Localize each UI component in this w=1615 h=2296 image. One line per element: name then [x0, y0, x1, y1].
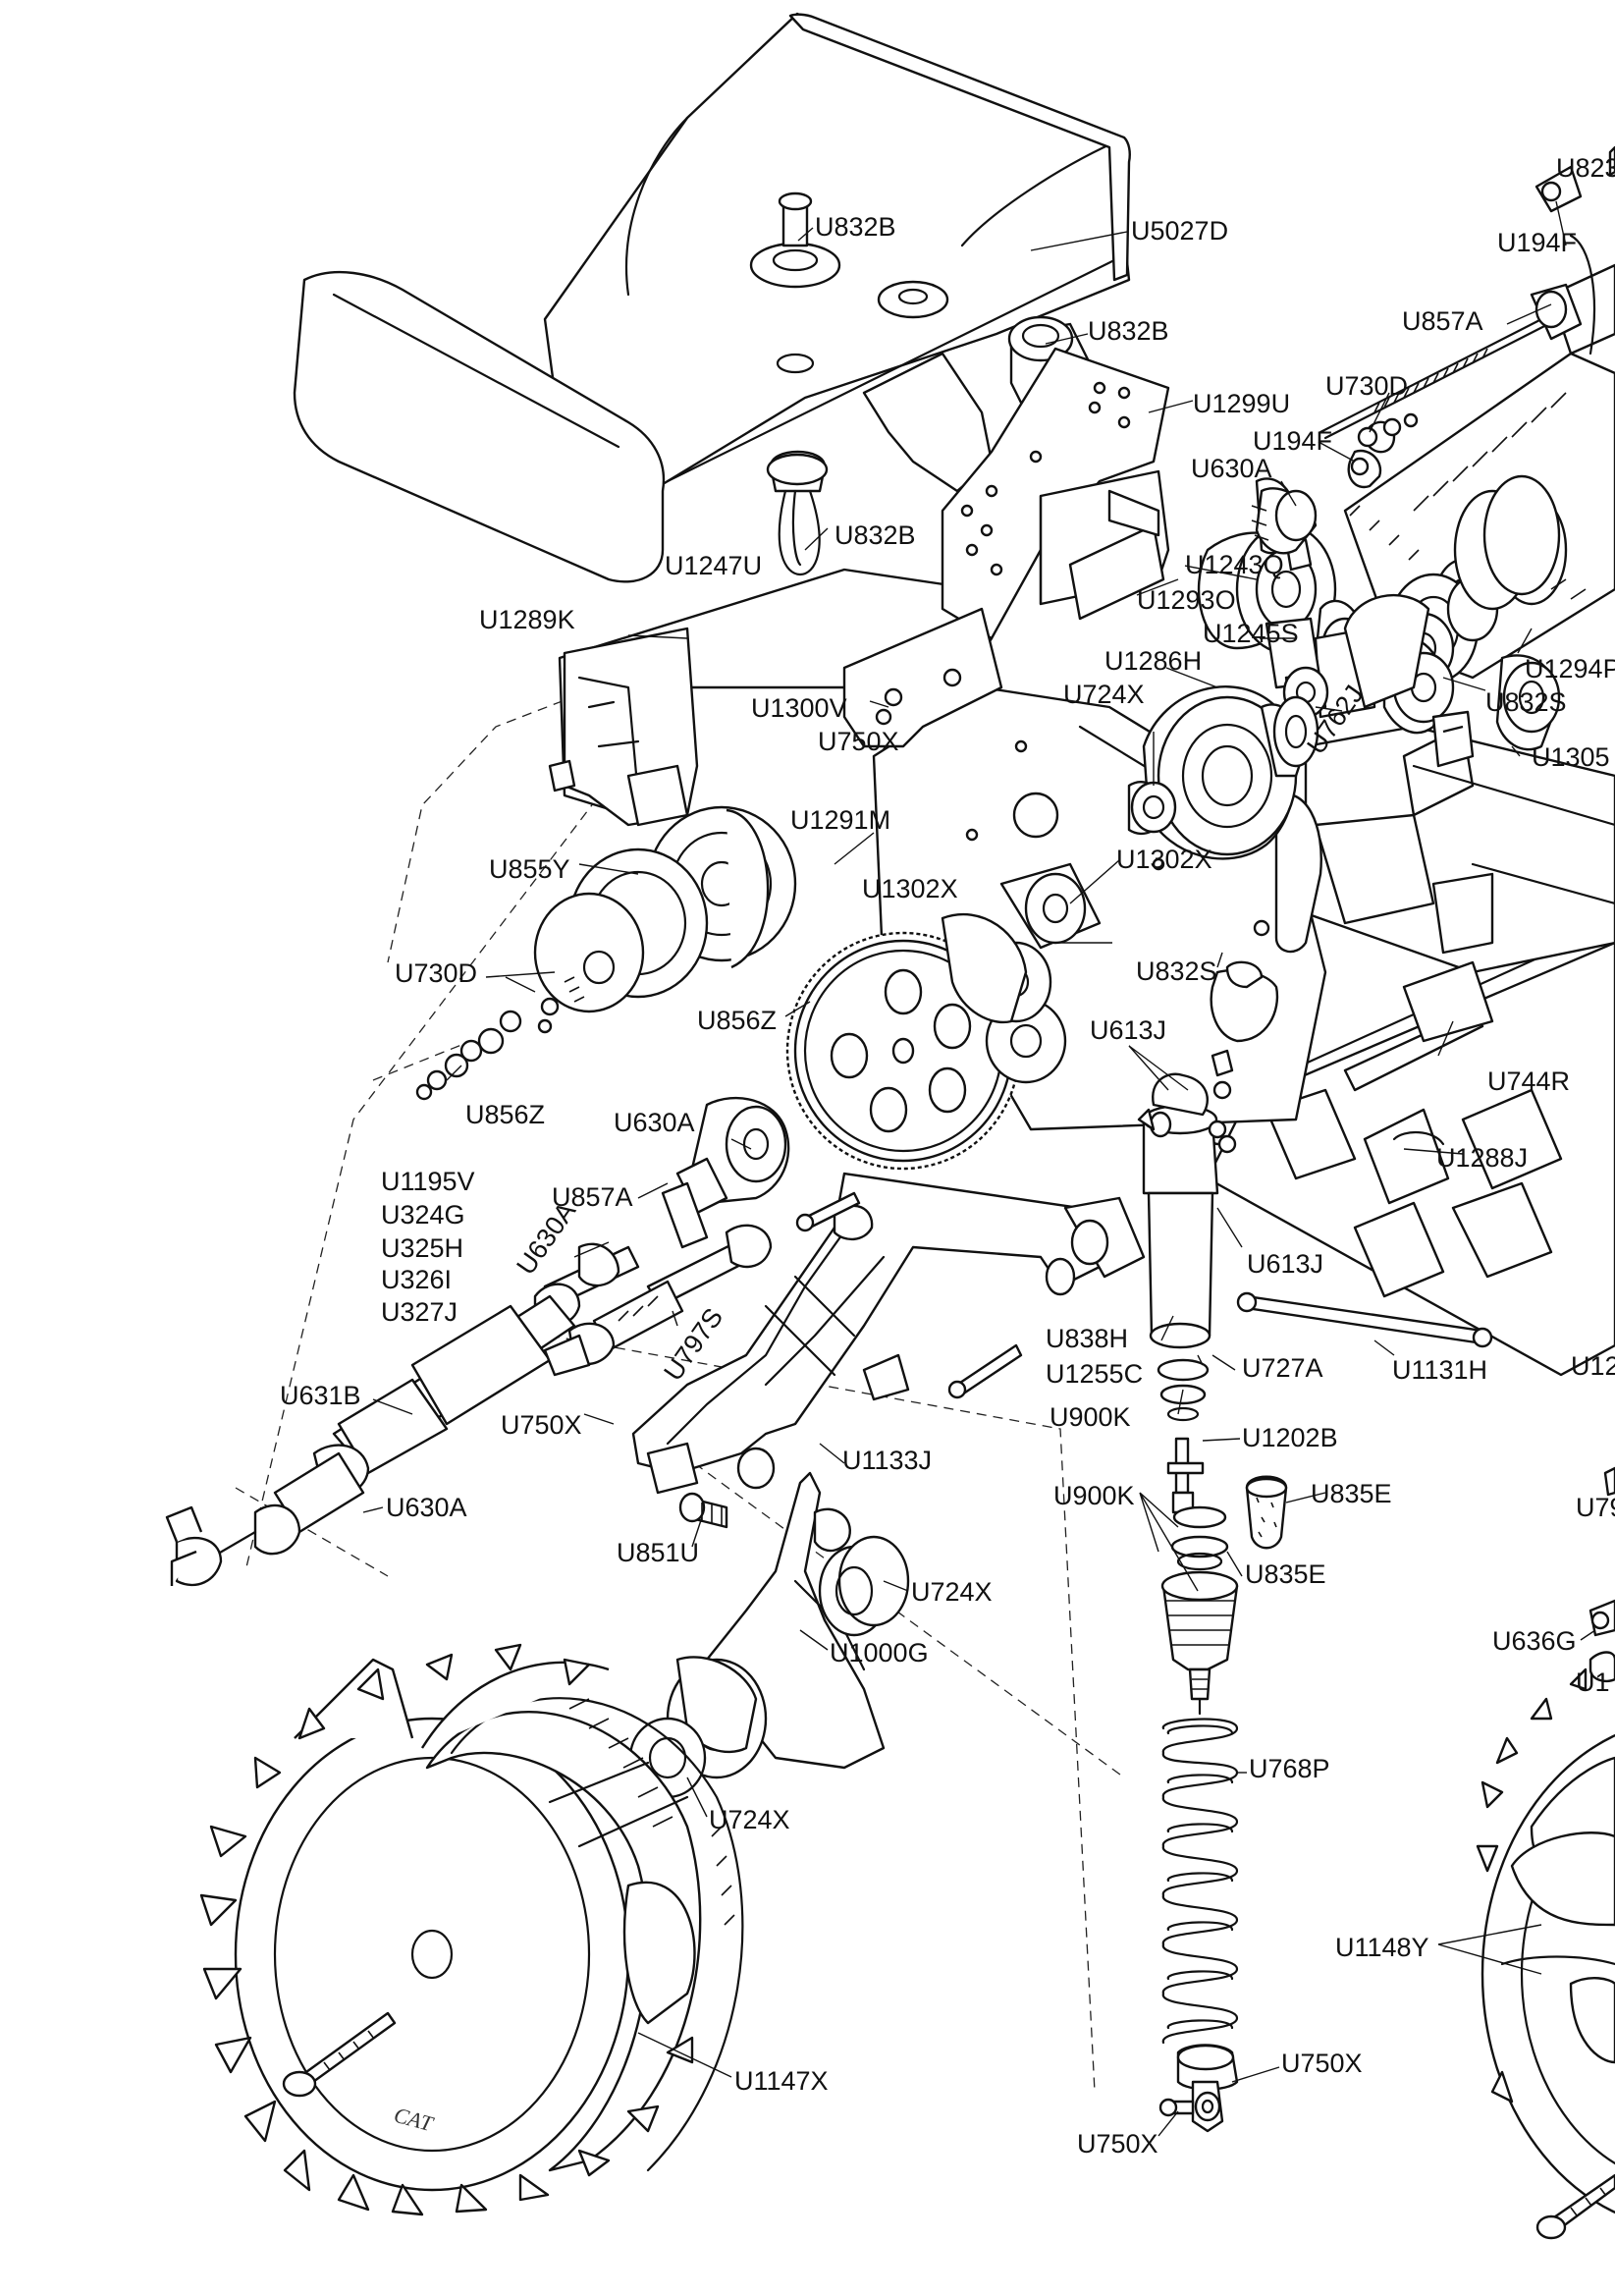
part-label: U1302X [1116, 845, 1212, 874]
part-label: U5027D [1131, 216, 1228, 246]
belt-drive-assembly [1197, 234, 1615, 751]
part-label: U832S [1136, 957, 1217, 986]
part-label: U857A [1402, 306, 1483, 336]
part-label: U832S [1485, 687, 1567, 717]
part-label: U1293O [1137, 585, 1236, 615]
part-label: U1300V [751, 693, 847, 723]
part-label: U730D [395, 958, 477, 988]
part-label: U327J [381, 1297, 458, 1327]
chassis-bracket [548, 627, 699, 827]
hub-carrier [628, 1471, 910, 1799]
part-label: U1286H [1104, 646, 1202, 676]
part-label: U832B [815, 212, 896, 242]
part-label: U1288J [1436, 1143, 1528, 1173]
part-label: U744R [1487, 1066, 1570, 1096]
part-label: U851U [617, 1538, 699, 1567]
part-label: U1147X [734, 2066, 829, 2096]
part-label: U900K [1053, 1481, 1135, 1510]
part-label: U194F [1253, 426, 1332, 456]
part-label: U838H [1046, 1324, 1128, 1353]
part-label: U1 [1576, 1667, 1610, 1697]
part-label: U630A [1191, 454, 1272, 483]
rear-wheel-right [1476, 1667, 1615, 2240]
part-label: U1202B [1242, 1423, 1338, 1452]
part-label: U1245S [1203, 619, 1299, 648]
part-label: U12 [1571, 1351, 1615, 1381]
rear-arm [631, 1172, 1493, 1495]
part-label: U630A [511, 1197, 581, 1281]
part-label: U900K [1050, 1402, 1131, 1432]
part-label: U730D [1325, 371, 1408, 401]
part-label: U750X [1281, 2049, 1363, 2078]
rear-wing [293, 12, 1131, 583]
upper-axle [1251, 283, 1583, 555]
part-label: U613J [1090, 1015, 1166, 1045]
part-label: U724X [709, 1805, 790, 1834]
part-label: U727A [1242, 1353, 1323, 1383]
part-label: U630A [614, 1108, 695, 1137]
part-label: U194F [1497, 228, 1577, 257]
part-label: U856Z [465, 1100, 545, 1129]
part-label: U835E [1245, 1559, 1326, 1589]
drive-shafts [165, 1097, 790, 1587]
motor-block [1274, 725, 1615, 974]
part-label: U1000G [830, 1638, 929, 1667]
part-label: U856Z [697, 1006, 777, 1035]
part-label: U832B [1088, 316, 1169, 346]
part-label: U1255C [1046, 1359, 1143, 1389]
part-label: U326I [381, 1265, 452, 1294]
part-label: U823 [1556, 153, 1615, 183]
part-label: U636G [1492, 1626, 1577, 1656]
flat-bracket [842, 489, 1165, 748]
diff-pulley-left [415, 805, 797, 1101]
part-label: U1131H [1392, 1355, 1487, 1385]
part-label: U855Y [489, 854, 570, 884]
part-label: U724X [911, 1577, 993, 1607]
part-label: U750X [818, 727, 899, 756]
part-label: U1243Q [1185, 550, 1284, 579]
part-label: U1294P [1525, 654, 1615, 683]
part-label: U1289K [479, 605, 575, 634]
gear-pulley-center [1127, 685, 1319, 860]
part-label: U857A [552, 1182, 633, 1212]
part-label: U1148Y [1335, 1933, 1429, 1962]
part-label: U1302X [862, 874, 958, 903]
part-label: U79 [1576, 1493, 1615, 1522]
part-label: U325H [381, 1233, 463, 1263]
shock-absorber [1137, 1072, 1288, 2133]
part-label: U613J [1247, 1249, 1323, 1279]
part-label: U1133J [842, 1446, 932, 1475]
part-label: U324G [381, 1200, 465, 1230]
part-label: U631B [280, 1381, 361, 1410]
rear-wheel-left [199, 1643, 744, 2216]
spur-gear [785, 862, 1279, 1171]
part-label: U1305 [1532, 742, 1610, 772]
part-label: U768P [1249, 1754, 1330, 1783]
part-label: U832B [834, 520, 916, 550]
part-label: U1247U [665, 551, 762, 580]
edge-parts [1225, 145, 1615, 1683]
part-label: U1195V [381, 1167, 475, 1196]
part-label: U835E [1311, 1479, 1392, 1508]
leader-lines [362, 200, 1596, 2137]
part-label: U750X [1077, 2129, 1158, 2159]
part-label: U724X [1063, 680, 1145, 709]
part-label: U1299U [1193, 389, 1290, 418]
part-label: U1291M [790, 805, 890, 835]
part-label: U630A [386, 1493, 467, 1522]
part-label: U750X [501, 1410, 582, 1440]
